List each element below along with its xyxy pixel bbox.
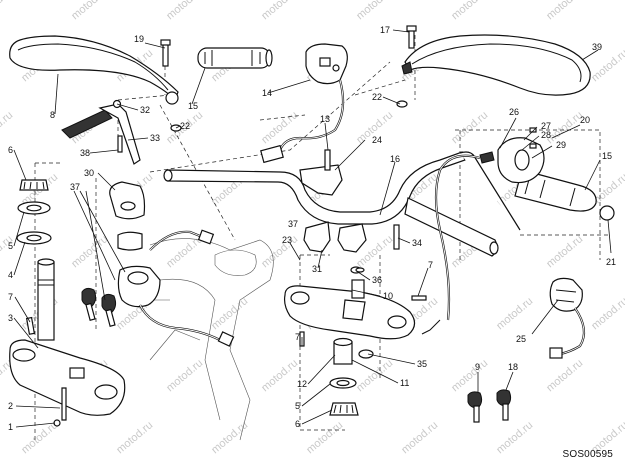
callout-2: 2: [8, 401, 13, 411]
frame-outline: [145, 238, 274, 441]
throttle-housing: [421, 127, 545, 335]
right-mirror: [401, 34, 591, 96]
left-switch-gear: [260, 43, 348, 164]
callout-25: 25: [516, 334, 526, 344]
callout-34: 34: [412, 238, 422, 248]
watermark-text: motod.ru: [589, 295, 625, 332]
callout-20: 20: [580, 115, 590, 125]
callout-7: 7: [295, 332, 300, 342]
drawing-code: SOS00595: [562, 449, 613, 460]
callout-16: 16: [390, 154, 400, 164]
watermark-text: motod.ru: [114, 419, 155, 456]
watermark-text: motod.ru: [259, 233, 300, 270]
watermark-text: motod.ru: [399, 419, 440, 456]
callout-26: 26: [509, 107, 519, 117]
callout-29: 29: [556, 140, 566, 150]
callout-14: 14: [262, 88, 272, 98]
ignition-switch-assembly: [109, 181, 235, 347]
watermark-text: motod.ru: [69, 0, 110, 22]
watermark-text: motod.ru: [449, 0, 490, 22]
callout-27: 27: [541, 121, 551, 131]
upper-triple-clamp: [283, 279, 416, 340]
watermark-text: motod.ru: [449, 357, 490, 394]
watermark-text: motod.ru: [164, 0, 205, 22]
callout-18: 18: [508, 362, 518, 372]
callout-9: 9: [475, 362, 480, 372]
callout-4: 4: [8, 270, 13, 280]
callout-30: 30: [84, 168, 94, 178]
callout-19: 19: [134, 34, 144, 44]
callout-24: 24: [372, 135, 382, 145]
watermark-text: motod.ru: [494, 419, 535, 456]
lower-fork-clamp-stack: [9, 179, 126, 427]
callout-7: 7: [428, 260, 433, 270]
callout-5: 5: [295, 401, 300, 411]
watermark-text: motod.ru: [0, 233, 15, 270]
watermark-text: motod.ru: [304, 419, 345, 456]
callout-33: 33: [150, 133, 160, 143]
right-switch-gear: [549, 277, 586, 359]
callout-12: 12: [297, 379, 307, 389]
handlebar: [163, 151, 521, 257]
watermark-text: motod.ru: [449, 109, 490, 146]
callout-labels: 1 2 3 4 5 5 6 6 7 7 7 8 9 10 11 12 13 14…: [8, 25, 616, 432]
callout-6: 6: [295, 419, 300, 429]
callout-3: 3: [8, 313, 13, 323]
watermark-text: motod.ru: [589, 47, 625, 84]
callout-37: 37: [70, 182, 80, 192]
watermark-text: motod.ru: [544, 233, 585, 270]
watermark-text: motod.ru: [259, 109, 300, 146]
callout-10: 10: [383, 291, 393, 301]
watermark-text: motod.ru: [354, 357, 395, 394]
callout-35: 35: [417, 359, 427, 369]
callout-5: 5: [8, 241, 13, 251]
callout-32: 32: [140, 105, 150, 115]
throttle-grip: [514, 169, 615, 221]
ignition-keys: [81, 287, 512, 423]
watermark-text: motod.ru: [354, 0, 395, 22]
callout-17: 17: [380, 25, 390, 35]
callout-21: 21: [606, 257, 616, 267]
watermark-text: motod.ru: [544, 0, 585, 22]
callout-15: 15: [602, 151, 612, 161]
left-mirror: [9, 35, 179, 105]
watermark-text: motod.ru: [494, 295, 535, 332]
callout-23: 23: [282, 235, 292, 245]
watermark-text: motod.ru: [209, 295, 250, 332]
callout-39: 39: [592, 42, 602, 52]
callout-7: 7: [8, 292, 13, 302]
handlebar-clamps: [299, 149, 400, 253]
callout-38: 38: [80, 148, 90, 158]
watermark-text: motod.ru: [259, 357, 300, 394]
callout-6: 6: [8, 145, 13, 155]
callout-15: 15: [188, 101, 198, 111]
stem-nut-stack: [329, 266, 374, 416]
callout-36: 36: [372, 275, 382, 285]
watermark-text: motod.ru: [69, 233, 110, 270]
callout-13: 13: [320, 114, 330, 124]
callout-8: 8: [50, 110, 55, 120]
left-grip: [197, 47, 273, 69]
watermark-text: motod.ru: [0, 109, 15, 146]
callout-28: 28: [541, 130, 551, 140]
watermark-text: motod.ru: [544, 357, 585, 394]
watermark-text: motod.ru: [259, 0, 300, 22]
callout-31: 31: [312, 264, 322, 274]
leader-lines: [13, 29, 612, 428]
watermark-text: motod.ru: [164, 357, 205, 394]
callout-22: 22: [180, 121, 190, 131]
callout-1: 1: [8, 422, 13, 432]
callout-37: 37: [288, 219, 298, 229]
callout-11: 11: [400, 378, 409, 388]
callout-22: 22: [372, 92, 382, 102]
watermark-text: motod.ru: [0, 0, 15, 22]
